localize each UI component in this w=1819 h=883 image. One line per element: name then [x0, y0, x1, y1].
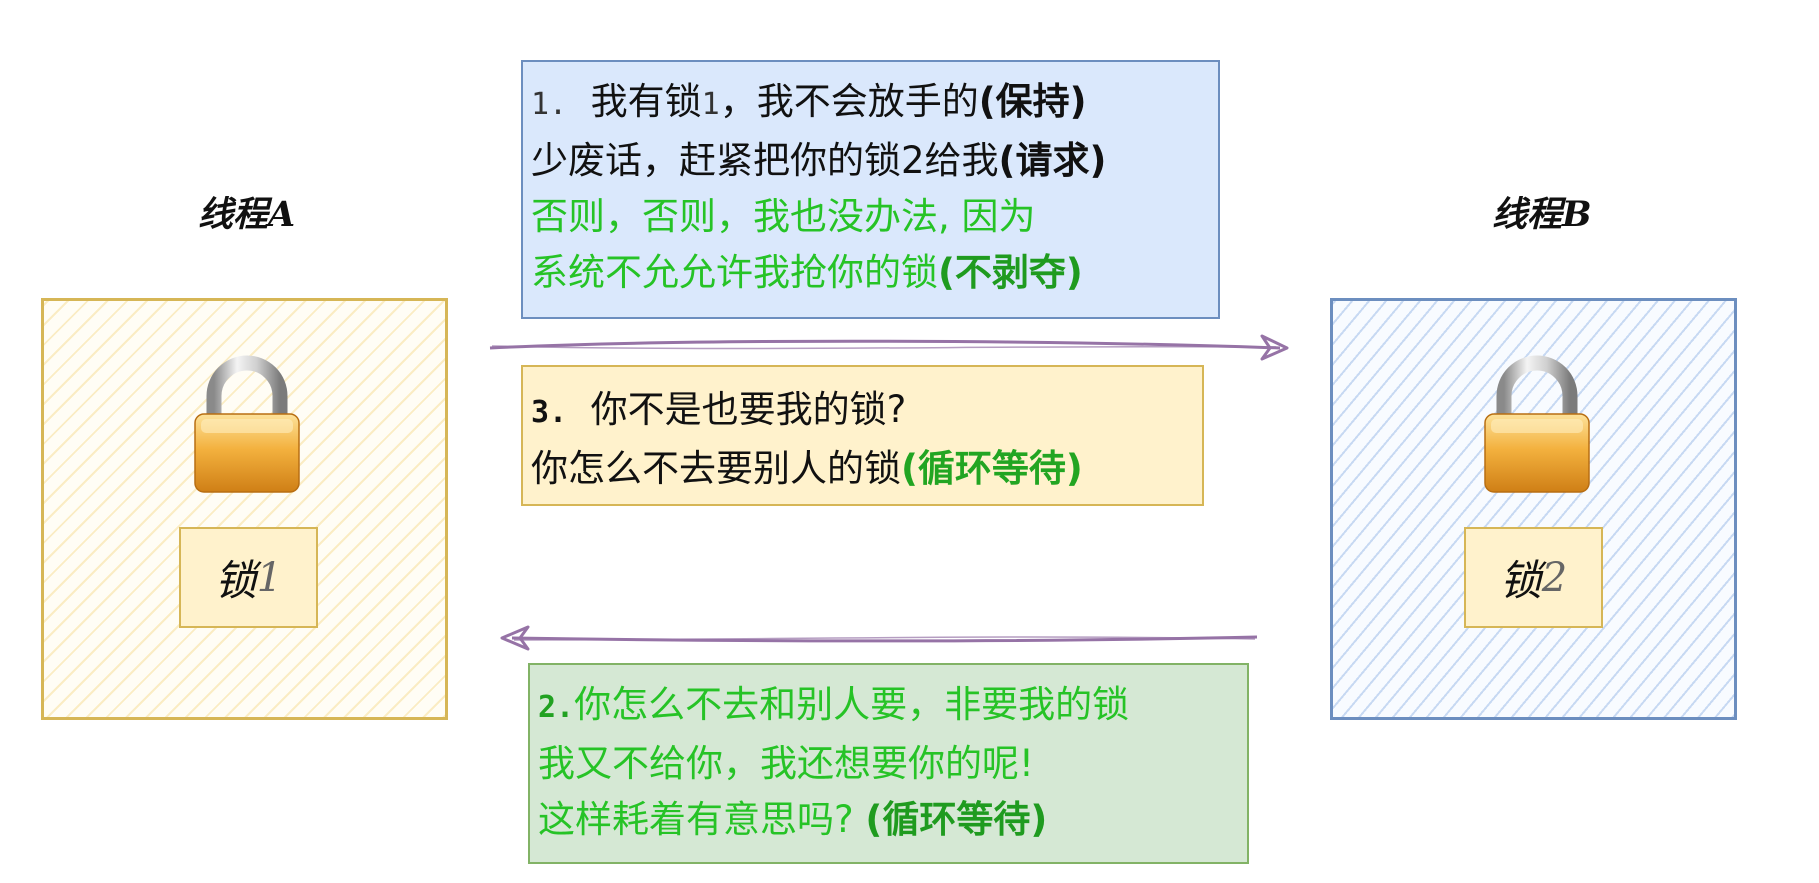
message-1-line-2: 少废话，赶紧把你的锁2给我(请求)	[531, 133, 1210, 189]
message-3-line-2: 你怎么不去要别人的锁(循环等待)	[531, 441, 1194, 497]
message-3-text: 你不是也要我的锁?	[590, 388, 907, 431]
message-2-line-1: 2.你怎么不去和别人要，非要我的锁	[538, 677, 1239, 736]
message-1-text-a: 我有锁	[590, 80, 702, 123]
lock-number-inline: 1	[701, 87, 720, 122]
arrow-b-to-a	[500, 625, 1258, 651]
message-2-text: 我又不给你，我还想要你的呢!	[538, 742, 1034, 785]
message-2-line-3: 这样耗着有意思吗? (循环等待)	[538, 792, 1239, 848]
step-number: 1.	[531, 87, 568, 122]
condition-no-preemption: (不剥夺)	[938, 251, 1083, 294]
message-1-text: 少废话，赶紧把你的锁2给我	[531, 139, 999, 182]
message-1-line-3: 否则，否则，我也没办法, 因为	[531, 189, 1210, 245]
padlock-icon	[1484, 355, 1590, 493]
message-3-box: 3. 你不是也要我的锁? 你怎么不去要别人的锁(循环等待)	[521, 365, 1204, 506]
lock-name: 锁	[214, 556, 257, 605]
message-2-box: 2.你怎么不去和别人要，非要我的锁 我又不给你，我还想要你的呢! 这样耗着有意思…	[528, 663, 1249, 864]
message-1-line-1: 1. 我有锁1，我不会放手的(保持)	[531, 74, 1210, 133]
condition-hold: (保持)	[978, 80, 1087, 123]
condition-circular-wait: (循环等待)	[865, 798, 1048, 841]
message-1-box: 1. 我有锁1，我不会放手的(保持) 少废话，赶紧把你的锁2给我(请求) 否则，…	[521, 60, 1220, 319]
message-1-text-b: ，我不会放手的	[719, 80, 979, 123]
message-2-text: 你怎么不去和别人要，非要我的锁	[574, 683, 1130, 726]
message-1-line-4: 系统不允允许我抢你的锁(不剥夺)	[531, 245, 1210, 301]
step-number: 2.	[538, 690, 575, 725]
arrow-a-to-b	[489, 334, 1289, 361]
message-1-text: 系统不允允许我抢你的锁	[531, 251, 938, 294]
message-3-line-1: 3. 你不是也要我的锁?	[531, 382, 1194, 441]
condition-request: (请求)	[998, 139, 1107, 182]
message-1-text: 否则，否则，我也没办法, 因为	[531, 195, 1036, 238]
message-2-text: 这样耗着有意思吗?	[538, 798, 854, 841]
step-number: 3.	[531, 395, 568, 430]
lock-name: 锁	[1499, 556, 1542, 605]
lock-number: 1	[256, 554, 283, 601]
condition-circular-wait: (循环等待)	[901, 447, 1083, 490]
lock-number: 2	[1541, 554, 1568, 601]
padlock-icon	[194, 355, 300, 493]
message-3-text: 你怎么不去要别人的锁	[531, 447, 901, 490]
thread-b-title: 线程B	[1492, 194, 1592, 235]
thread-a-title: 线程A	[198, 194, 296, 235]
message-2-line-2: 我又不给你，我还想要你的呢!	[538, 736, 1239, 792]
